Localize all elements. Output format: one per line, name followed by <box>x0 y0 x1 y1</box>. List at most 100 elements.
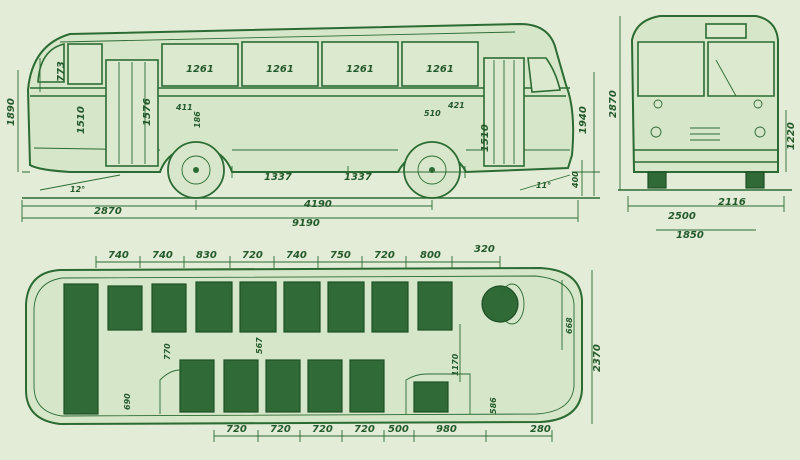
side-window-1 <box>161 43 239 87</box>
rear-door-panels <box>118 62 146 164</box>
front-wheel-rim <box>417 155 447 185</box>
rear-overhang: 2870 <box>94 206 122 217</box>
seat-top-4 <box>239 281 277 333</box>
rear-wheel-hub <box>193 167 199 173</box>
plan-view: 740 740 830 720 740 750 720 800 320 720 … <box>25 244 603 442</box>
plan-bottom-5: 500 <box>388 424 409 435</box>
plan-top-7: 720 <box>374 250 395 261</box>
front-track-rear: 2116 <box>718 197 746 208</box>
driver-seat <box>499 283 525 325</box>
side-window-2 <box>241 41 319 87</box>
seat-bottom-2 <box>223 359 259 413</box>
roof-line <box>59 31 516 43</box>
plan-bottom-6: 980 <box>436 424 457 435</box>
plan-overall-width: 2370 <box>592 344 603 372</box>
seat-top-6 <box>327 281 365 333</box>
plan-bottom-7: 280 <box>530 424 551 435</box>
plan-inner-outline <box>33 275 575 417</box>
front-destination-box <box>705 23 747 39</box>
side-window-3 <box>321 41 399 87</box>
height-dim-lines <box>17 58 600 196</box>
plan-bottom-1: 720 <box>226 424 247 435</box>
plan-top-2: 740 <box>152 250 173 261</box>
ground-clearance: 400 <box>571 171 580 189</box>
front-dim-lines <box>619 16 787 231</box>
front-wheel-left <box>647 171 667 189</box>
rear-bench <box>63 283 99 415</box>
window-width-3: 1261 <box>346 64 374 75</box>
plan-bottom-2: 720 <box>270 424 291 435</box>
overall-height: 1890 <box>6 98 17 126</box>
seat-top-2 <box>151 283 187 333</box>
front-wheel-hub <box>429 167 435 173</box>
approach-lines <box>39 174 571 191</box>
front-angle: 11° <box>536 181 551 190</box>
plan-rear-arch <box>159 369 181 414</box>
plan-top-4: 720 <box>242 250 263 261</box>
front-view: 2870 1220 2500 2116 1850 <box>608 15 797 241</box>
seat-bottom-6 <box>413 381 449 413</box>
plan-rear-gap: 690 <box>123 393 132 410</box>
plan-top-9: 320 <box>474 244 495 255</box>
seat-bottom-4 <box>307 359 343 413</box>
front-track-front: 1850 <box>676 230 704 241</box>
seat-bottom-5 <box>349 359 385 413</box>
window-width-1: 1261 <box>186 64 214 75</box>
plan-inner-width: 668 <box>565 317 574 334</box>
rear-angle: 12° <box>70 185 85 194</box>
plan-aisle-1170: 1170 <box>451 353 460 376</box>
window-width-2: 1261 <box>266 64 294 75</box>
plan-top-dim-line <box>95 256 501 268</box>
wheelbase-half-b: 1337 <box>344 172 372 183</box>
seat-top-8 <box>417 281 453 331</box>
plan-front-gap: 586 <box>489 397 498 414</box>
fog-lamp-left <box>653 99 663 109</box>
front-windshield-left <box>637 41 705 97</box>
step-186: 186 <box>193 111 202 128</box>
length-dim-lines <box>21 200 579 222</box>
seat-bottom-3 <box>265 359 301 413</box>
rear-side-window <box>67 43 103 85</box>
rear-window <box>37 42 65 83</box>
plan-width-dim-lines <box>459 270 593 424</box>
rear-wheel-rim <box>181 155 211 185</box>
seat-top-7 <box>371 281 409 333</box>
front-step-510: 510 <box>424 109 441 118</box>
front-overall-height: 1940 <box>578 106 589 134</box>
seat-bottom-1 <box>179 359 215 413</box>
front-lamp-height: 1220 <box>786 122 797 150</box>
wheelbase-half-a: 1337 <box>264 172 292 183</box>
plan-top-3: 830 <box>196 250 217 261</box>
side-window-4 <box>401 41 479 87</box>
step-411: 411 <box>175 103 193 112</box>
wheelbase: 4190 <box>303 199 332 210</box>
headlamp-left <box>650 126 662 138</box>
plan-front-arch <box>405 373 471 414</box>
plan-seat-567: 567 <box>255 337 264 354</box>
seat-top-5 <box>283 281 321 333</box>
front-window-height: 773 <box>56 61 67 82</box>
wheelbase-dim-line <box>231 166 466 178</box>
plan-top-8: 800 <box>420 250 441 261</box>
plan-top-6: 750 <box>330 250 351 261</box>
window-width-4: 1261 <box>426 64 454 75</box>
front-wheel-right <box>745 171 765 189</box>
windshield <box>527 57 561 93</box>
plan-bottom-3: 720 <box>312 424 333 435</box>
plan-top-1: 740 <box>108 250 129 261</box>
plan-top-5: 740 <box>286 250 307 261</box>
bumper <box>634 149 778 163</box>
front-width: 2500 <box>668 211 696 222</box>
mid-door-height: 1576 <box>142 98 153 126</box>
seat-top-3 <box>195 281 233 333</box>
fog-lamp-right <box>753 99 763 109</box>
grille <box>690 127 720 141</box>
side-view: 1261 1261 1261 1261 773 1890 1510 1576 4… <box>6 22 600 229</box>
front-door-height: 1510 <box>480 124 491 152</box>
front-windshield-right <box>707 41 775 97</box>
front-step-421: 421 <box>447 101 465 110</box>
plan-aisle-770: 770 <box>163 343 172 360</box>
overall-length: 9190 <box>292 218 320 229</box>
